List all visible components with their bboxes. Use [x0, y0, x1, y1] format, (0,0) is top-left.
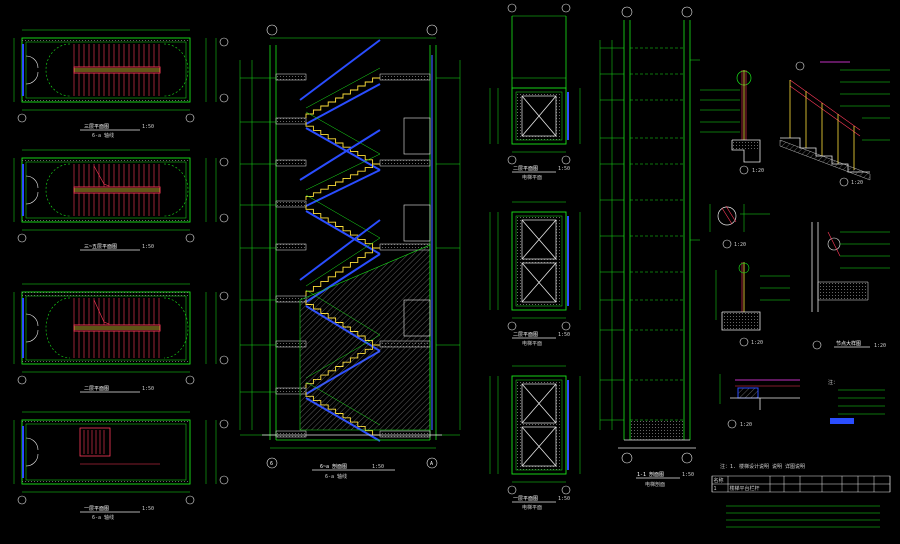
- stair-plan-1: 三层平面图 1:50 6-a 轴线: [13, 29, 229, 139]
- shaft-title: 1-1 剖面图: [637, 471, 664, 478]
- detail-drawings: 1:20 1:20: [700, 61, 890, 429]
- elevator-top-frame: [507, 3, 571, 88]
- svg-text:注：: 注：: [828, 379, 838, 386]
- elevator-plan-3: 一层平面图 1:50 电梯平面: [489, 365, 581, 511]
- plan-scale: 1:50: [142, 506, 154, 512]
- table-cell: 楼梯平台栏杆: [730, 485, 760, 492]
- shaft-scale: 1:50: [682, 472, 694, 478]
- elevator-plan-scale: 1:50: [558, 332, 570, 338]
- stair-section: 6 A 6~a 剖面图 1:50 6-a 轴线: [239, 24, 461, 480]
- elevator-plan-subtitle: 电梯平面: [522, 174, 542, 181]
- section-subtitle: 6-a 轴线: [325, 473, 347, 480]
- plan-title: 三~五层平面图: [84, 244, 117, 250]
- elevator-plan-scale: 1:50: [558, 166, 570, 172]
- plan-scale: 1:50: [142, 244, 154, 250]
- plan-subtitle: 6-a 轴线: [92, 132, 114, 139]
- elevator-plan-subtitle: 电梯平面: [522, 340, 542, 347]
- axis-bubble: [426, 457, 438, 469]
- section-scale: 1:50: [372, 464, 384, 470]
- svg-text:1:20: 1:20: [734, 242, 746, 248]
- schedule-table: 注：1. 楼梯设计说明 说明 详图说明 名称 1 楼梯平台栏杆: [711, 463, 891, 528]
- elevator-plan-2: 二层平面图 1:50 电梯平面: [489, 201, 581, 347]
- svg-text:6: 6: [270, 461, 273, 467]
- svg-text:1:20: 1:20: [851, 180, 863, 186]
- plan-subtitle: 6-a 轴线: [92, 514, 114, 521]
- stair-plan-2: 三~五层平面图 1:50: [13, 149, 229, 251]
- elevator-shaft-section: 1-1 剖面图 1:50 电梯剖面: [599, 6, 700, 488]
- section-title: 6~a 剖面图: [320, 463, 347, 470]
- svg-text:1:20: 1:20: [751, 340, 763, 346]
- plan-title: 一层平面图: [84, 506, 109, 512]
- table-cell: 名称: [714, 477, 724, 484]
- section-hatch-fill: [300, 245, 430, 430]
- svg-text:1:20: 1:20: [740, 422, 752, 428]
- elevator-plan-title: 二层平面图: [513, 166, 538, 172]
- elevator-plan-title: 一层平面图: [513, 496, 538, 502]
- detail-3: 1:20: [709, 204, 770, 249]
- elevator-plan-subtitle: 电梯平面: [522, 504, 542, 511]
- detail-6: 1:20: [719, 374, 800, 429]
- elevator-plan-1: 二层平面图 1:50 电梯平面: [489, 77, 581, 181]
- detail-4: 1:20: [715, 262, 790, 347]
- svg-text:1:20: 1:20: [752, 168, 764, 174]
- table-cell: 1: [714, 486, 717, 492]
- stair-plan-3: 二层平面图 1:50: [13, 283, 229, 393]
- svg-text:1:20: 1:20: [874, 343, 886, 349]
- plan-title: 三层平面图: [84, 124, 109, 130]
- svg-text:节点大样图: 节点大样图: [836, 340, 861, 347]
- detail-1: 1:20: [700, 70, 764, 175]
- detail-5: 节点大样图 1:20: [811, 222, 890, 350]
- elevator-plan-title: 二层平面图: [513, 332, 538, 338]
- plan-title: 二层平面图: [84, 386, 109, 392]
- notes-title: 注：1. 楼梯设计说明 说明 详图说明: [720, 463, 805, 470]
- notes-block: 注：: [828, 379, 885, 424]
- plan-scale: 1:50: [142, 124, 154, 130]
- plan-scale: 1:50: [142, 386, 154, 392]
- elevator-plan-scale: 1:50: [558, 496, 570, 502]
- shaft-subtitle: 电梯剖面: [645, 481, 665, 488]
- detail-2: 1:20: [779, 61, 890, 187]
- stair-plan-4: 一层平面图 1:50 6-a 轴线: [13, 411, 229, 521]
- axis-bubble: [266, 457, 278, 469]
- svg-text:A: A: [430, 461, 433, 467]
